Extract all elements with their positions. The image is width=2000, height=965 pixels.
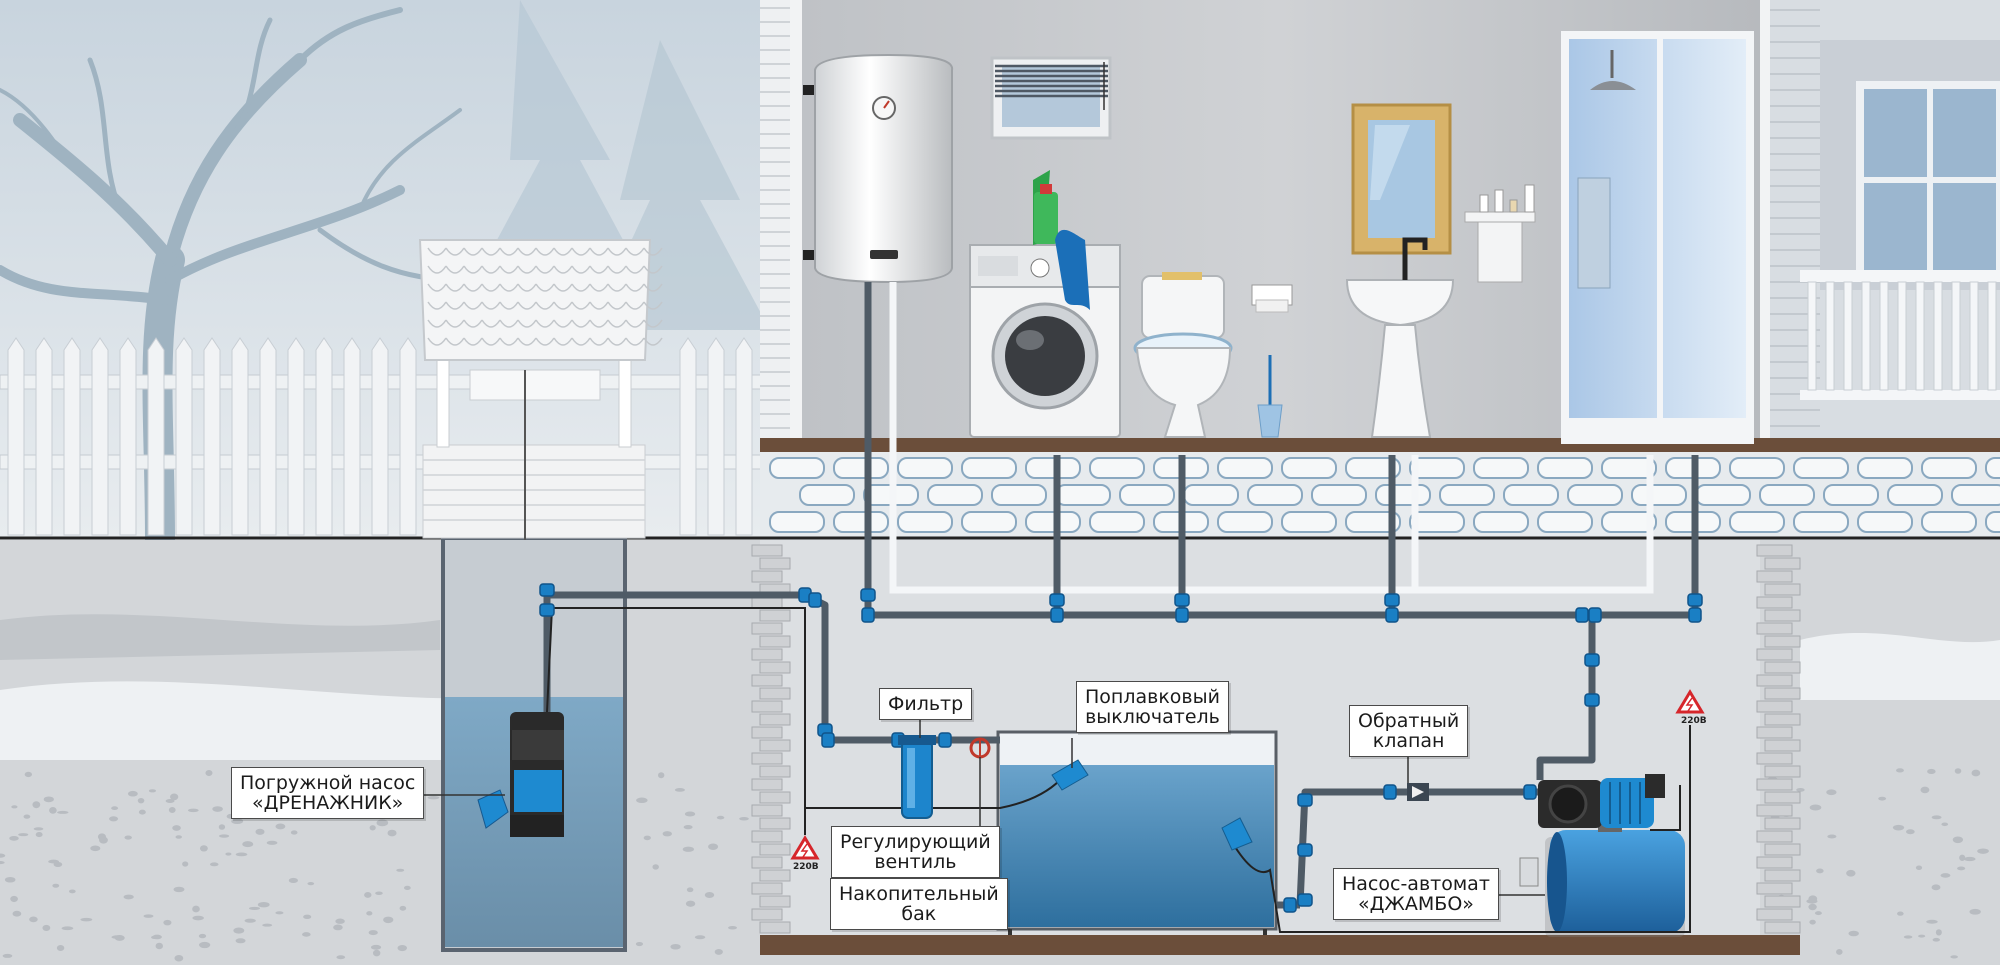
floor-slab: [760, 438, 2000, 452]
power-warning-left-icon: [790, 835, 820, 860]
fence-pickets: [7, 337, 781, 536]
washing-machine: [969, 170, 1121, 438]
basement-brick-walls: [751, 544, 1801, 934]
basement-floor: [760, 935, 1800, 955]
label-regulating-valve: Регулирующий вентиль: [831, 826, 1000, 878]
bathroom-shelf: [1464, 184, 1536, 283]
power-warning-right-icon: [1675, 689, 1705, 714]
label-auto-pump: Насос-автомат «ДЖАМБО»: [1333, 868, 1499, 920]
label-filter-line1: Фильтр: [888, 693, 964, 715]
sink-and-mirror: [1345, 103, 1455, 438]
label-auto-pump-line2: «ДЖАМБО»: [1357, 893, 1474, 915]
bathroom-window: [990, 56, 1112, 140]
voltage-left: 220В: [793, 862, 819, 872]
shower-cabin: [1561, 31, 1754, 444]
label-check-valve-line1: Обратный: [1358, 710, 1460, 732]
label-float-switch-line1: Поплавковый: [1085, 686, 1220, 708]
water-heater: [803, 53, 954, 284]
pressure-tank: [1519, 816, 1685, 937]
label-check-valve: Обратный клапан: [1349, 705, 1469, 757]
label-auto-pump-line1: Насос-автомат: [1342, 873, 1490, 895]
label-storage-tank-line2: бак: [901, 903, 937, 925]
drainage-pump: [477, 712, 564, 837]
label-check-valve-line2: клапан: [1372, 730, 1445, 752]
label-regulating-valve-line2: вентиль: [874, 851, 957, 873]
label-float-switch: Поплавковый выключатель: [1076, 681, 1229, 733]
float-switch-tank: [1051, 759, 1089, 791]
filter: [898, 735, 936, 819]
toilet: [1133, 272, 1233, 438]
label-drainage-pump: Погружной насос «ДРЕНАЖНИК»: [231, 767, 425, 819]
label-storage-tank: Накопительный бак: [830, 878, 1008, 930]
label-float-switch-line2: выключатель: [1085, 706, 1220, 728]
house-left-siding: [760, 7, 790, 429]
label-storage-tank-line1: Накопительный: [839, 883, 999, 905]
jambo-pump: [1538, 774, 1665, 828]
label-filter: Фильтр: [879, 688, 973, 720]
voltage-right: 220В: [1681, 716, 1707, 726]
toilet-paper-holder: [1251, 284, 1293, 313]
label-drainage-pump-line1: Погружной насос: [240, 772, 416, 794]
label-drainage-pump-line2: «ДРЕНАЖНИК»: [252, 792, 404, 814]
label-regulating-valve-line1: Регулирующий: [840, 831, 991, 853]
pipe-network: [543, 282, 1699, 933]
float-switch-well: [1221, 817, 1253, 851]
toilet-brush: [1257, 355, 1283, 438]
porch-railing: [1807, 281, 1997, 391]
check-valve: [1407, 783, 1429, 801]
